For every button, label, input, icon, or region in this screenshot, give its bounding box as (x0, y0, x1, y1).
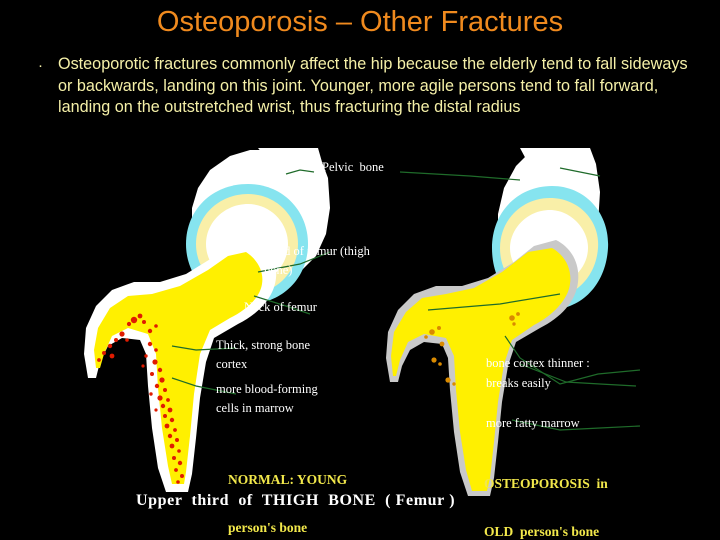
normal-bone-group (84, 148, 330, 492)
label-head-of-femur-line2: bone) (264, 263, 293, 277)
caption-normal-young: NORMAL: YOUNG person's bone (228, 440, 347, 540)
leader-fattymarrow (511, 419, 641, 431)
left-femur-marrow (94, 252, 263, 484)
caption-normal-line1: NORMAL: YOUNG (228, 472, 348, 487)
bullet-marker-icon: · (38, 57, 43, 74)
leader-pelvic-right (399, 171, 521, 181)
label-cortex-thinner-line1: bone cortex thinner : (486, 356, 590, 370)
leader-head-left (257, 251, 331, 273)
left-red-marrow-specks (97, 313, 184, 484)
leader-neck-right (427, 293, 561, 311)
caption-osteoporosis-old: OSTEOPOROSIS in OLD person's bone (484, 444, 608, 540)
caption-normal-line2: person's bone (228, 520, 308, 535)
label-thick-cortex-line2: cortex (216, 357, 248, 371)
leader-thickcortex (171, 345, 237, 351)
label-pelvic-bone: Pelvic bone (322, 160, 384, 174)
leader-head-right (559, 167, 601, 177)
bullet-paragraph: · Osteoporotic fractures commonly affect… (38, 54, 688, 119)
caption-osteo-line2: OLD person's bone (484, 524, 600, 539)
page-title: Osteoporosis – Other Fractures (156, 6, 564, 38)
label-head-of-femur-line1: Head of femur (thigh (264, 244, 370, 258)
label-blood-forming-line1: more blood-forming (216, 382, 318, 396)
label-neck-of-femur: Neck of femur (244, 300, 317, 314)
leader-cortexthin-b (519, 363, 637, 387)
label-cortex-thinner-line2: breaks easily (486, 376, 551, 390)
label-more-fatty-marrow: more fatty marrow (486, 416, 580, 430)
bullet-body-text: Osteoporotic fractures commonly affect t… (58, 55, 688, 116)
leader-lines (171, 167, 641, 431)
leader-pelvic-left (285, 169, 315, 175)
leader-neck-left (253, 295, 311, 315)
leader-bloodforming (171, 377, 237, 395)
label-thick-cortex-line1: Thick, strong bone (216, 338, 311, 352)
femur-illustration (84, 148, 641, 496)
caption-osteo-line1: OSTEOPOROSIS in (484, 476, 608, 491)
femur-comparison-diagram: Pelvic bone Head of femur (thigh bone) N… (0, 148, 720, 540)
leader-cortexthin-a (504, 335, 641, 385)
diagram-caption: Upper third of THIGH BONE ( Femur ) (136, 492, 456, 509)
label-blood-forming-line2: cells in marrow (216, 401, 294, 415)
right-marrow-specks (424, 312, 520, 386)
